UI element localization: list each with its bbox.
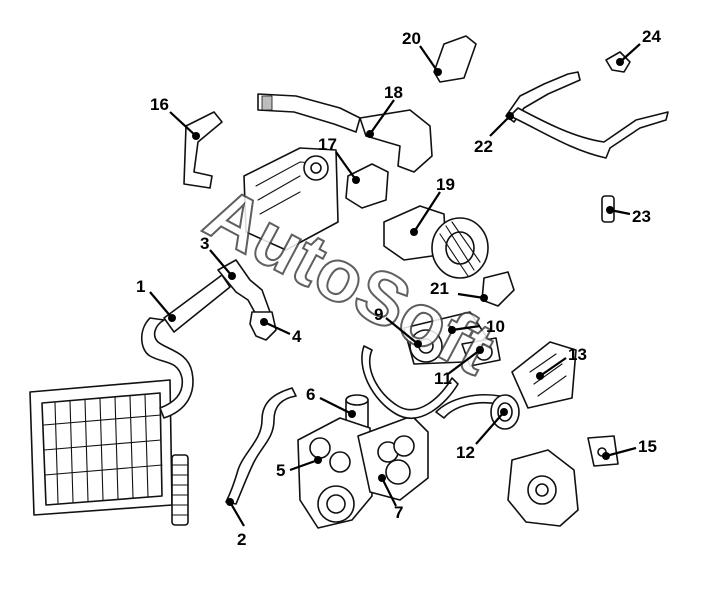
- heater-hose: [225, 387, 297, 505]
- pressure-sensor: [481, 271, 515, 307]
- air-intake-tube: [257, 93, 433, 173]
- callout-24: 24: [642, 27, 661, 46]
- small-bracket: [587, 435, 619, 467]
- tensioner-assembly: [403, 311, 501, 367]
- callout-17: 17: [318, 135, 337, 154]
- callout-5: 5: [276, 461, 285, 480]
- manifold-bracket: [183, 111, 223, 189]
- callout-22: 22: [474, 137, 493, 156]
- callout-23: 23: [632, 207, 651, 226]
- callout-16: 16: [150, 95, 169, 114]
- leader-lines: [149, 43, 641, 527]
- mounting-bracket: [511, 341, 577, 409]
- timing-cover: [297, 415, 429, 529]
- callout-13: 13: [568, 345, 587, 364]
- callout-21: 21: [430, 279, 449, 298]
- callout-15: 15: [638, 437, 657, 456]
- callout-6: 6: [306, 385, 315, 404]
- callout-7: 7: [394, 503, 403, 522]
- vacuum-actuator: [345, 163, 389, 209]
- callout-11: 11: [434, 369, 452, 388]
- intake-manifold: [243, 147, 339, 251]
- water-pump-housing: [507, 449, 579, 527]
- callout-1: 1: [136, 277, 145, 296]
- callout-labels: 1 2 3 4 5 6 7 9 10 11 12 13 15 16 17 18 …: [136, 27, 661, 549]
- callout-2: 2: [237, 530, 246, 549]
- radiator-hose: [140, 274, 231, 419]
- callout-9: 9: [374, 305, 383, 324]
- callout-10: 10: [486, 317, 505, 336]
- radiator: [29, 379, 189, 526]
- callout-3: 3: [200, 234, 209, 253]
- callout-18: 18: [384, 83, 403, 102]
- callout-20: 20: [402, 29, 421, 48]
- callout-19: 19: [436, 175, 455, 194]
- callout-12: 12: [456, 443, 475, 462]
- fuel-rail: [505, 71, 669, 159]
- callout-4: 4: [292, 327, 302, 346]
